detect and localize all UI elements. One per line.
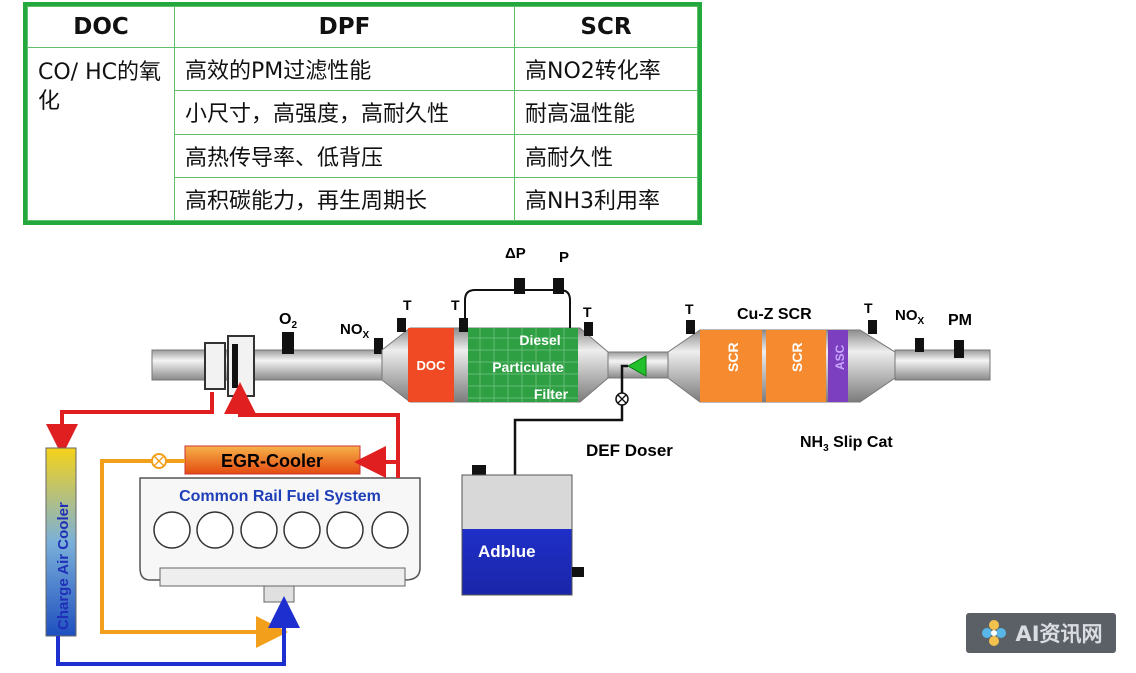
o2-sensor <box>282 332 294 354</box>
pm-label: PM <box>948 312 972 329</box>
doc-label: DOC <box>417 358 447 373</box>
scr-brick-2 <box>766 330 826 402</box>
temp-label-1: T <box>403 297 412 313</box>
pm-sensor <box>954 340 964 358</box>
egr-cooled-line <box>100 459 272 632</box>
watermark-text: AI资讯网 <box>1015 622 1103 646</box>
dpf-cell: 高效的PM过滤性能 <box>174 47 515 92</box>
temp-sensor-5 <box>868 320 877 334</box>
common-rail-label: Common Rail Fuel System <box>179 488 381 505</box>
doc-cell: CO/ HC的氧化 <box>27 47 175 221</box>
dpf-cell: 小尺寸，高强度，高耐久性 <box>174 90 515 135</box>
asc-label: ASC <box>833 344 847 370</box>
temp-sensor-2 <box>459 318 468 332</box>
o2-label: O2 <box>279 311 297 331</box>
scr-cell: 高NH3利用率 <box>514 176 698 222</box>
engine-outlet <box>263 585 295 603</box>
adblue-outlet <box>572 567 584 577</box>
dpf-brick <box>468 328 578 402</box>
dpf-mesh <box>468 328 578 402</box>
scr-cell: 高耐久性 <box>514 133 698 178</box>
charge-hot-line <box>46 392 214 456</box>
table-row: CO/ HC的氧化 高效的PM过滤性能 高NO2转化率 <box>27 47 698 221</box>
table-row: 高积碳能力，再生周期长 高NH3利用率 <box>28 176 698 222</box>
nh3-slip-label: NH3 Slip Cat <box>800 434 893 454</box>
aftertreatment-diagram: O2 NOX DOC Diesel Particulate Filter T T… <box>45 245 991 666</box>
egr-cooler-label: EGR-Cooler <box>221 451 323 471</box>
exhaust-pipe-outlet <box>894 349 991 381</box>
header-scr: SCR <box>514 5 698 49</box>
intake-line <box>56 596 300 666</box>
dpf-label-3: Filter <box>534 386 569 402</box>
doc-brick <box>408 328 454 402</box>
temp-sensor-1 <box>397 318 406 332</box>
watermark: AI资讯网 <box>966 613 1116 653</box>
temp-label-5: T <box>864 300 873 316</box>
cuz-scr-label: Cu-Z SCR <box>737 306 812 323</box>
turbo-housing <box>227 335 255 397</box>
dpf-cell: 高热传导率、低背压 <box>174 133 515 178</box>
scr-cell: 高NO2转化率 <box>514 47 698 92</box>
charge-air-label: Charge Air Cooler <box>55 502 72 630</box>
delta-p-label: ΔP <box>505 245 526 262</box>
watermark-logo-icon <box>982 620 1007 646</box>
header-doc: DOC <box>27 5 175 49</box>
scr-cell: 耐高温性能 <box>514 90 698 135</box>
temp-sensor-4 <box>686 320 695 334</box>
delta-p-line <box>464 289 571 328</box>
scr-label-1: SCR <box>725 342 741 372</box>
p-sensor <box>553 278 564 294</box>
engine-base <box>159 567 406 587</box>
nox-sensor-outlet <box>915 338 924 352</box>
turbo-flange <box>232 344 238 388</box>
dpf-label-1: Diesel <box>519 332 560 348</box>
table-row: 小尺寸，高强度，高耐久性 耐高温性能 <box>28 90 698 135</box>
egr-hot-line <box>224 382 400 478</box>
adblue-cap <box>472 465 486 477</box>
temp-label-4: T <box>685 301 694 317</box>
charge-air-cooler <box>45 447 77 637</box>
cylinders <box>153 511 409 549</box>
def-line <box>513 364 628 475</box>
nox-inlet-label: NOX <box>340 321 370 341</box>
table-header-row: DOC DPF SCR <box>27 5 698 49</box>
p-label: P <box>559 249 569 266</box>
adblue-label: Adblue <box>478 542 536 561</box>
temp-label-2: T <box>451 297 460 313</box>
temp-label-3: T <box>583 304 592 320</box>
nox-outlet-label: NOX <box>895 307 925 327</box>
def-doser-label: DEF Doser <box>586 441 673 460</box>
nox-sensor-inlet <box>374 338 383 354</box>
dpf-cell: 高积碳能力，再生周期长 <box>174 176 515 222</box>
dpf-label-2: Particulate <box>492 359 564 375</box>
temp-sensor-3 <box>584 322 593 336</box>
adblue-tank <box>461 474 573 596</box>
def-injector <box>626 355 647 377</box>
scr-label-2: SCR <box>789 342 805 372</box>
scr-brick-1 <box>700 330 762 402</box>
asc-brick <box>828 330 848 402</box>
delta-p-sensor <box>514 278 525 294</box>
header-dpf: DPF <box>174 5 515 49</box>
turbo-collar <box>204 342 226 390</box>
exhaust-pipe-inlet <box>151 349 383 381</box>
comparison-table: DOC DPF SCR CO/ HC的氧化 高效的PM过滤性能 高NO2转化率 … <box>23 2 702 225</box>
